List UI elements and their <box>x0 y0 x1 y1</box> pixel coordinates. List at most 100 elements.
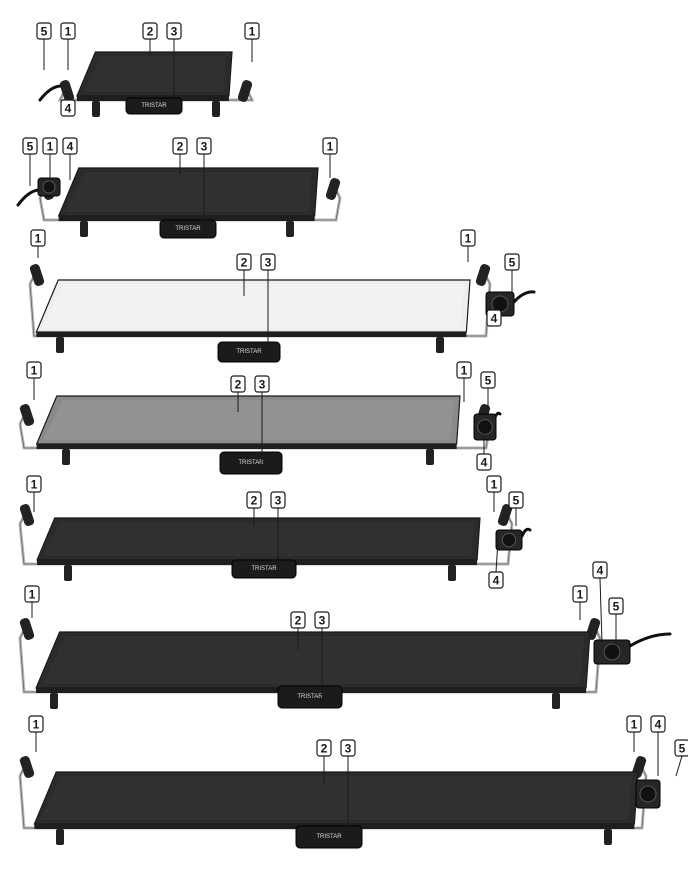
drip-tray <box>295 825 363 849</box>
callout-box <box>486 475 502 493</box>
power-cord <box>38 84 62 102</box>
callout-box <box>504 253 520 271</box>
callout-box <box>196 137 212 155</box>
callout-number-4: 4 <box>491 312 498 326</box>
callout-box <box>674 739 688 757</box>
brand-label: TRISTAR <box>251 566 277 572</box>
brand-label: TRISTAR <box>297 694 323 700</box>
foot <box>552 693 560 709</box>
callout-number-1: 1 <box>29 588 36 602</box>
callout-number-1: 1 <box>461 364 468 378</box>
plate-lip <box>36 444 457 449</box>
callout-leader <box>675 755 683 777</box>
handle-left <box>19 756 35 778</box>
power-cord <box>16 188 40 207</box>
callout-leader <box>65 91 69 101</box>
thermostat-knob <box>501 532 517 548</box>
brand-label: TRISTAR <box>175 226 201 232</box>
callout-box <box>572 585 588 603</box>
callout-number-5: 5 <box>27 140 34 154</box>
callout-box <box>476 453 492 471</box>
drip-tray <box>231 559 297 579</box>
callout-number-1: 1 <box>31 478 38 492</box>
callout-number-2: 2 <box>251 494 258 508</box>
power-cord <box>628 632 672 648</box>
callout-number-3: 3 <box>201 140 208 154</box>
handle-right <box>237 80 253 102</box>
handle-left <box>19 618 35 640</box>
foot <box>80 221 88 237</box>
callout-number-2: 2 <box>321 742 328 756</box>
callout-leader <box>599 577 603 643</box>
foot <box>604 829 612 845</box>
callout-box <box>26 475 42 493</box>
callout-box <box>270 491 286 509</box>
callout-box <box>60 22 76 40</box>
foot <box>56 829 64 845</box>
callout-box <box>316 739 332 757</box>
callout-box <box>42 137 58 155</box>
thermostat-knob <box>42 180 56 194</box>
callout-number-3: 3 <box>319 614 326 628</box>
callout-number-1: 1 <box>327 140 334 154</box>
handle-right <box>325 178 341 200</box>
foot <box>56 337 64 353</box>
callout-number-4: 4 <box>481 456 488 470</box>
callout-number-4: 4 <box>655 718 662 732</box>
callout-number-1: 1 <box>35 232 42 246</box>
callout-number-3: 3 <box>275 494 282 508</box>
plate-lip <box>58 216 315 221</box>
callout-box <box>480 371 496 389</box>
foot <box>62 449 70 465</box>
callout-number-5: 5 <box>613 600 620 614</box>
callout-box <box>488 571 504 589</box>
callout-box <box>236 253 252 271</box>
callout-box <box>172 137 188 155</box>
callout-number-1: 1 <box>47 140 54 154</box>
handle-left <box>19 404 35 426</box>
callout-box <box>24 585 40 603</box>
power-cord <box>520 527 532 538</box>
callout-number-2: 2 <box>177 140 184 154</box>
callout-number-2: 2 <box>295 614 302 628</box>
callout-number-4: 4 <box>597 564 604 578</box>
callout-box <box>26 361 42 379</box>
handle-right <box>475 264 491 286</box>
callout-box <box>62 137 78 155</box>
callout-box <box>244 22 260 40</box>
callout-box <box>254 375 270 393</box>
foot <box>286 221 294 237</box>
callout-box <box>142 22 158 40</box>
callout-number-3: 3 <box>171 25 178 39</box>
callout-number-3: 3 <box>265 256 272 270</box>
foot <box>426 449 434 465</box>
drip-tray <box>277 685 343 709</box>
callout-number-4: 4 <box>67 140 74 154</box>
callout-box <box>246 491 262 509</box>
callout-number-1: 1 <box>465 232 472 246</box>
callout-box <box>460 229 476 247</box>
handle-left <box>59 80 75 102</box>
callout-number-2: 2 <box>235 378 242 392</box>
brand-label: TRISTAR <box>236 349 262 355</box>
foot <box>50 693 58 709</box>
callout-box <box>30 229 46 247</box>
callout-number-5: 5 <box>509 256 516 270</box>
callout-box <box>608 597 624 615</box>
callout-number-4: 4 <box>65 102 72 116</box>
callout-number-5: 5 <box>513 494 520 508</box>
callout-box <box>592 561 608 579</box>
callout-box <box>626 715 642 733</box>
callout-number-1: 1 <box>33 718 40 732</box>
callout-box <box>322 137 338 155</box>
foot <box>212 101 220 117</box>
callout-leader <box>493 299 497 311</box>
callout-number-1: 1 <box>31 364 38 378</box>
callout-box <box>340 739 356 757</box>
